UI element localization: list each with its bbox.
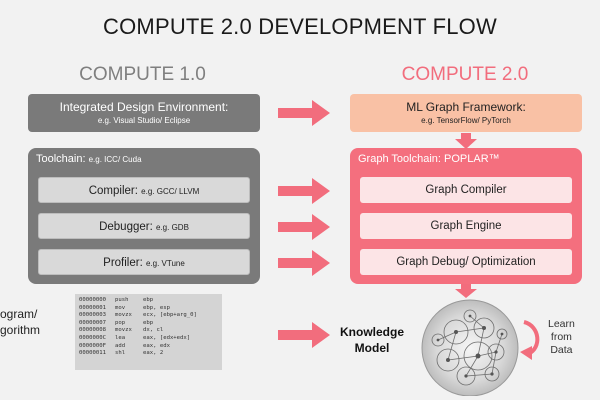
graph-debug-box: Graph Debug/ Optimization (360, 249, 572, 275)
knowledge-label: Knowledge (340, 325, 405, 339)
code-line: 00000007 pop ebp (79, 320, 218, 328)
code-opcode: lea (115, 334, 126, 341)
code-line: 00000008 movzx dx, cl (79, 327, 218, 335)
code-opcode: add (115, 342, 126, 349)
code-opcode: movzx (115, 312, 132, 319)
code-address: 0000000F (79, 342, 106, 349)
compute-1-heading: COMPUTE 1.0 (79, 64, 206, 85)
code-opcode: movzx (115, 327, 132, 334)
graph-engine-label: Graph Engine (430, 220, 502, 232)
code-line: 0000000F add eax, edx (79, 343, 218, 351)
debugger-box: Debugger: e.g. GDB (38, 213, 250, 239)
code-opcode: push (115, 297, 129, 303)
knowledge-model-label: Knowledge Model (340, 324, 404, 356)
ide-title: Integrated Design Environment: (59, 100, 229, 114)
code-address: 00000011 (79, 350, 106, 357)
ide-example: e.g. Visual Studio/ Eclipse (97, 116, 191, 125)
profiler-label: Profiler: (103, 257, 143, 269)
code-operands: dx, cl (143, 327, 164, 334)
code-address: 00000008 (79, 327, 106, 334)
program-label: ogram/ (0, 307, 38, 321)
page-title: COMPUTE 2.0 DEVELOPMENT FLOW (103, 14, 497, 39)
code-operands: ecx, [ebp+arg_0] (143, 312, 197, 319)
graph-toolchain-panel: Graph Toolchain: POPLAR™ Graph Compiler … (350, 148, 582, 284)
code-operands: eax, edx (143, 342, 170, 349)
code-line: 00000001 mov ebp, esp (79, 305, 218, 313)
from-label: from (550, 331, 572, 343)
toolchain-header: Toolchain: e.g. ICC/ Cuda (36, 153, 142, 165)
arrow-right-icon (278, 214, 330, 240)
code-address: 00000003 (79, 312, 106, 319)
arrow-down-icon (455, 133, 477, 149)
code-opcode: shl (115, 350, 126, 357)
code-line: 0000000C lea eax, [edx+edx] (79, 335, 218, 343)
ide-box: Integrated Design Environment: e.g. Visu… (28, 94, 260, 132)
compiler-label: Compiler: (88, 185, 138, 197)
knowledge-graph-image (421, 299, 519, 396)
graph-toolchain-label: Graph Toolchain: POPLAR™ (358, 153, 500, 165)
code-address: 0000000C (79, 334, 106, 341)
code-operands: ebp (143, 319, 154, 326)
debugger-example: e.g. GDB (156, 223, 189, 232)
graph-compiler-label: Graph Compiler (425, 184, 507, 196)
code-line: 00000011 shl eax, 2 (79, 350, 218, 358)
toolchain-panel: Toolchain: e.g. ICC/ Cuda Compiler: e.g.… (28, 148, 260, 284)
algorithm-label: gorithm (0, 323, 41, 337)
learn-from-data-label: Learn from Data (548, 318, 575, 357)
graph-debug-label: Graph Debug/ Optimization (396, 256, 536, 268)
compiler-box: Compiler: e.g. GCC/ LLVM (38, 177, 250, 203)
code-operands: ebp (143, 297, 154, 303)
model-label: Model (354, 341, 390, 355)
code-operands: eax, 2 (143, 350, 164, 357)
ml-graph-framework-box: ML Graph Framework: e.g. TensorFlow/ PyT… (350, 94, 582, 132)
toolchain-example: e.g. ICC/ Cuda (88, 155, 142, 164)
arrow-right-icon (278, 322, 330, 348)
framework-example: e.g. TensorFlow/ PyTorch (421, 116, 511, 125)
compiler-example: e.g. GCC/ LLVM (141, 187, 200, 196)
toolchain-label: Toolchain: (36, 153, 86, 165)
learn-label: Learn (548, 318, 575, 330)
profiler-box: Profiler: e.g. VTune (38, 249, 250, 275)
code-opcode: pop (115, 319, 126, 326)
profiler-example: e.g. VTune (145, 259, 185, 268)
code-line: 00000000 push ebp (79, 297, 218, 305)
code-operands: eax, [edx+edx] (143, 334, 191, 341)
code-address: 00000001 (79, 304, 106, 311)
arrow-right-icon (278, 100, 330, 126)
arrow-right-icon (278, 250, 330, 276)
arrow-right-icon (278, 178, 330, 204)
code-opcode: mov (115, 304, 126, 311)
code-address: 00000000 (79, 297, 106, 303)
graph-compiler-box: Graph Compiler (360, 177, 572, 203)
code-operands: ebp, esp (143, 304, 170, 311)
code-line: 00000003 movzx ecx, [ebp+arg_0] (79, 312, 218, 320)
code-address: 00000007 (79, 319, 106, 326)
data-label: Data (550, 344, 573, 356)
compute-2-heading: COMPUTE 2.0 (401, 64, 529, 85)
framework-title: ML Graph Framework: (406, 100, 526, 114)
loop-arrow-icon (520, 320, 540, 360)
debugger-label: Debugger: (99, 221, 153, 233)
arrow-down-icon (455, 284, 477, 298)
graph-engine-box: Graph Engine (360, 213, 572, 239)
program-algorithm-label: ogram/ gorithm (0, 306, 40, 338)
